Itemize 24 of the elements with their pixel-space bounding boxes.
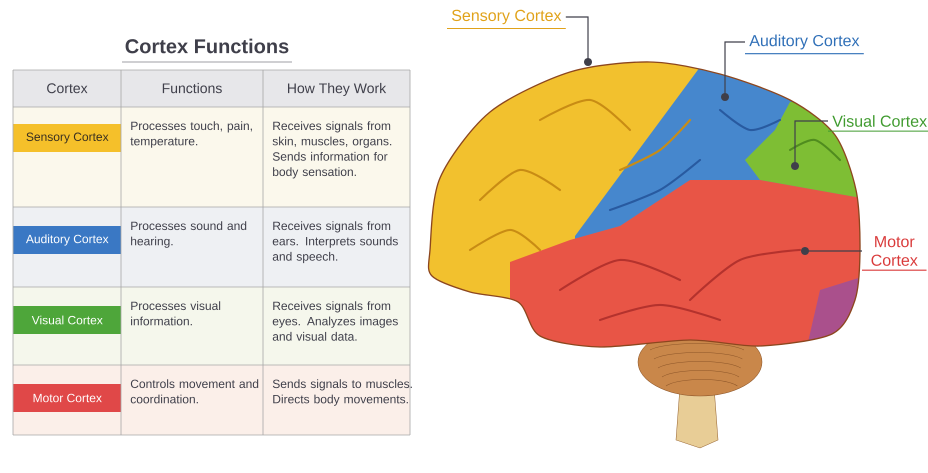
callout-label: Sensory Cortex [447,10,566,30]
table-cell: Receives signals from skin, muscles, organs. Sends information for body sensation. [263,107,410,207]
callout-label: Motor Cortex [862,236,927,271]
cortex-badge: Auditory Cortex [13,226,122,254]
cortex-badge: Visual Cortex [13,306,122,334]
table-cell: Sends signals to muscles. Directs body movements. [263,365,412,435]
leader-line [801,247,862,255]
callout-label: Visual Cortex [828,115,928,132]
leader-line [566,16,592,66]
title: Cortex Functions [126,38,288,54]
table-cell: Controls movement and coordination. [121,365,263,435]
table-cell: Receives signals from ears. Interprets sounds and speech. [263,207,410,287]
table-cell: Processes touch, pain, temperature. [121,107,263,207]
table-cell: Receives signals from eyes. Analyzes images and visual data. [263,287,410,365]
cortex-badge: Motor Cortex [13,384,122,412]
table-header-cell: How They Work [263,70,410,107]
leader-line [721,41,745,101]
table-header-cell: Functions [121,70,263,107]
table-header-cell: Cortex [13,70,121,107]
table-cell: Processes sound and hearing. [121,207,263,287]
callout-label: Auditory Cortex [745,34,864,54]
cortex-badge: Sensory Cortex [13,124,122,152]
leader-line [791,120,828,170]
table-cell: Processes visual information. [121,287,263,365]
